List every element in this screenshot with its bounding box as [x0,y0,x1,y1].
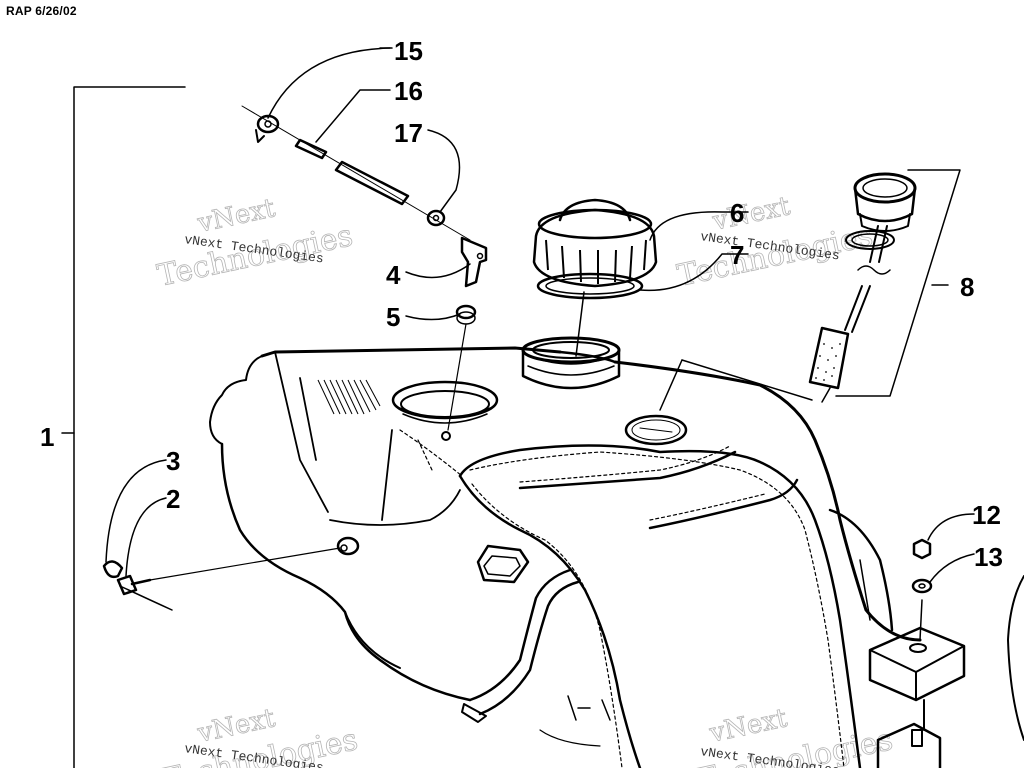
vent-line-assembly [241,105,488,431]
fuel-gauge-mount [624,414,688,446]
callout-8: 8 [960,272,974,302]
watermark-top-right: vNext Technologies vNext Technologies [674,191,876,294]
callout-3: 3 [166,446,180,476]
strap-bolt-and-clip [102,536,360,611]
callout-6: 6 [730,198,744,228]
assembly-bracket [61,86,186,768]
callout-15: 15 [394,36,423,66]
filler-neck [521,336,621,390]
watermark-top-left: vNext Technologies vNext Technologies [154,193,356,294]
cap-centerline [575,291,585,357]
callout-12: 12 [972,500,1001,530]
callout-7: 7 [730,240,744,270]
svg-text:vNext: vNext [194,193,278,239]
svg-text:vNext: vNext [706,703,790,749]
callout-1: 1 [40,422,54,452]
callout-13: 13 [974,542,1003,572]
watermark-bottom-right: vNext Technologies vNext Technologies [694,703,896,768]
callout-5: 5 [386,302,400,332]
callout-2: 2 [166,484,180,514]
fuel-sender-unit [659,169,961,411]
drawing-header-code: RAP 6/26/02 [6,4,77,18]
cap-gasket [536,272,644,300]
callout-16: 16 [394,76,423,106]
right-edge-component [1007,575,1024,741]
mount-nut-washer [868,538,966,768]
tank-inner-opening [391,380,499,441]
callout-17: 17 [394,118,423,148]
watermark-bottom-left: vNext Technologies vNext Technologies [159,703,361,768]
fuel-tank-body [209,346,922,768]
svg-text:vNext: vNext [709,191,793,237]
leader-lines [105,47,975,583]
callout-4: 4 [386,260,401,290]
fuel-cap [532,198,658,288]
